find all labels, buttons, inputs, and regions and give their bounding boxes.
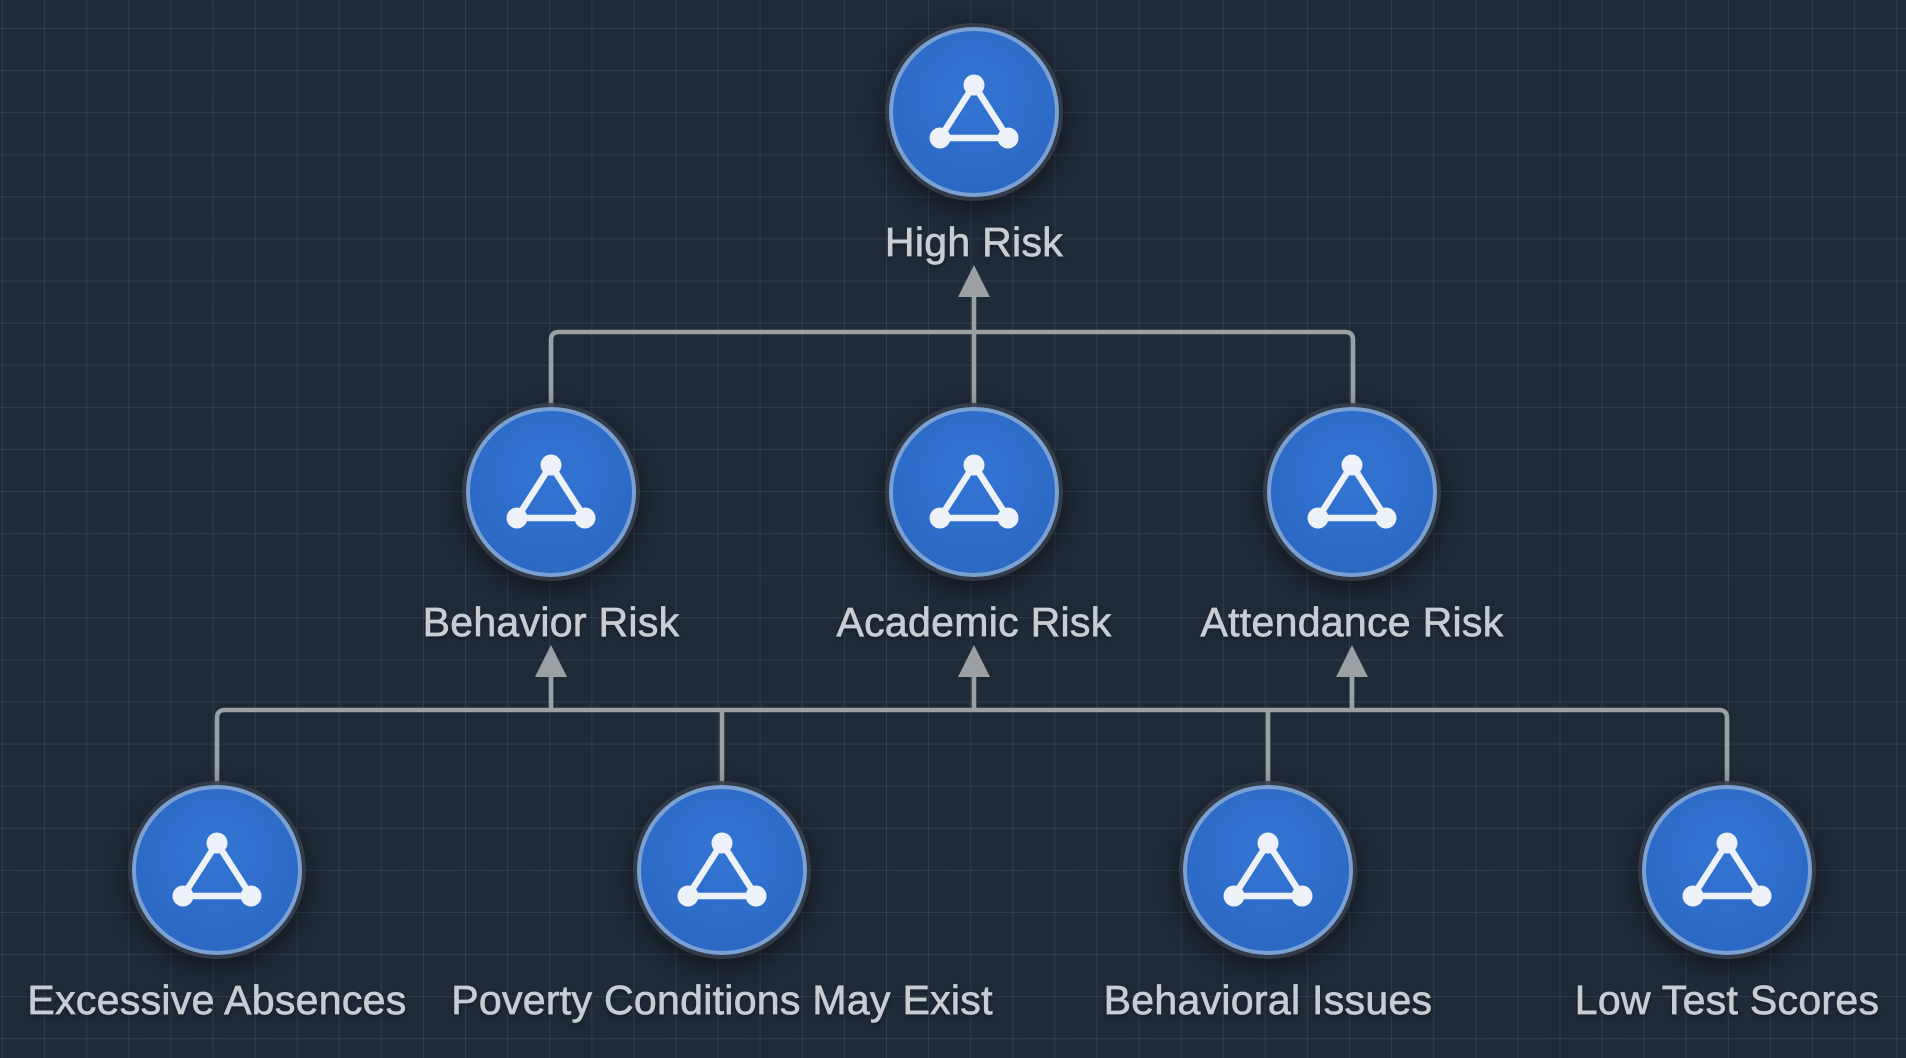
node-circle[interactable] bbox=[132, 785, 302, 955]
triangle-network-icon bbox=[172, 832, 262, 907]
node-attendance-risk[interactable]: Attendance Risk bbox=[1200, 407, 1504, 645]
node-circle[interactable] bbox=[637, 785, 807, 955]
triangle-network-icon bbox=[929, 74, 1019, 149]
node-label: Behavior Risk bbox=[422, 599, 680, 646]
node-circle[interactable] bbox=[1267, 407, 1437, 577]
node-circle[interactable] bbox=[889, 27, 1059, 197]
node-label: Attendance Risk bbox=[1200, 599, 1504, 646]
edge-bus-lower bbox=[214, 707, 1730, 790]
node-label: Academic Risk bbox=[836, 599, 1112, 646]
node-excessive-absences[interactable]: Excessive Absences bbox=[27, 785, 407, 1023]
triangle-network-icon bbox=[506, 454, 596, 529]
edge-bus-upper bbox=[548, 329, 1356, 413]
triangle-network-icon bbox=[1682, 832, 1772, 907]
node-label: Poverty Conditions May Exist bbox=[451, 977, 993, 1024]
node-high-risk[interactable]: High Risk bbox=[885, 27, 1063, 265]
node-label: High Risk bbox=[884, 219, 1064, 266]
node-poverty-conditions[interactable]: Poverty Conditions May Exist bbox=[451, 785, 993, 1023]
node-label: Behavioral Issues bbox=[1103, 977, 1433, 1024]
arrowhead-up-academic bbox=[958, 645, 990, 677]
triangle-network-icon bbox=[677, 832, 767, 907]
node-low-test-scores[interactable]: Low Test Scores bbox=[1574, 785, 1879, 1023]
node-behavioral-issues[interactable]: Behavioral Issues bbox=[1103, 785, 1432, 1023]
triangle-network-icon bbox=[1223, 832, 1313, 907]
arrowhead-up-behavior bbox=[535, 645, 567, 677]
node-label: Low Test Scores bbox=[1574, 977, 1880, 1024]
node-circle[interactable] bbox=[889, 407, 1059, 577]
node-circle[interactable] bbox=[466, 407, 636, 577]
node-circle[interactable] bbox=[1183, 785, 1353, 955]
arrowhead-up-high-risk bbox=[958, 265, 990, 297]
node-academic-risk[interactable]: Academic Risk bbox=[836, 407, 1112, 645]
node-label: Excessive Absences bbox=[27, 977, 407, 1024]
node-circle[interactable] bbox=[1642, 785, 1812, 955]
arrowhead-up-attendance bbox=[1336, 645, 1368, 677]
triangle-network-icon bbox=[929, 454, 1019, 529]
node-behavior-risk[interactable]: Behavior Risk bbox=[422, 407, 679, 645]
triangle-network-icon bbox=[1307, 454, 1397, 529]
